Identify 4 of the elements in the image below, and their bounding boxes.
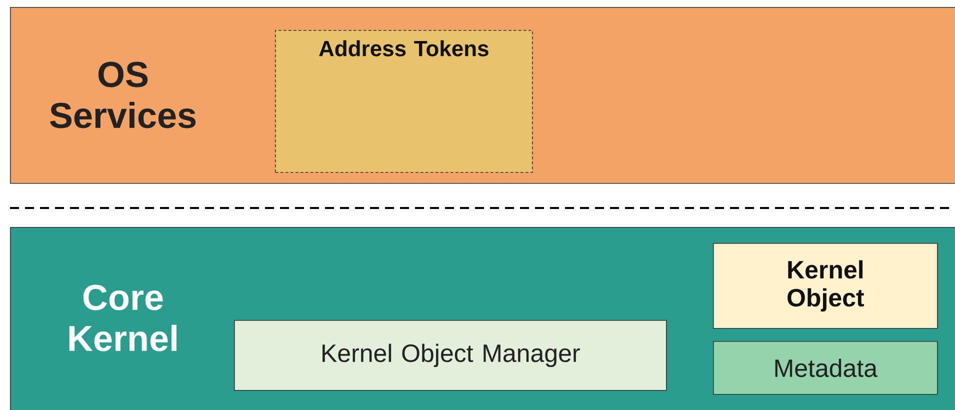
component-box: Kernel Object Manager — [234, 320, 667, 391]
component-box: Metadata — [713, 341, 938, 395]
component-box: Kernel Object — [713, 243, 938, 329]
component-box: Address Tokens — [275, 30, 533, 173]
